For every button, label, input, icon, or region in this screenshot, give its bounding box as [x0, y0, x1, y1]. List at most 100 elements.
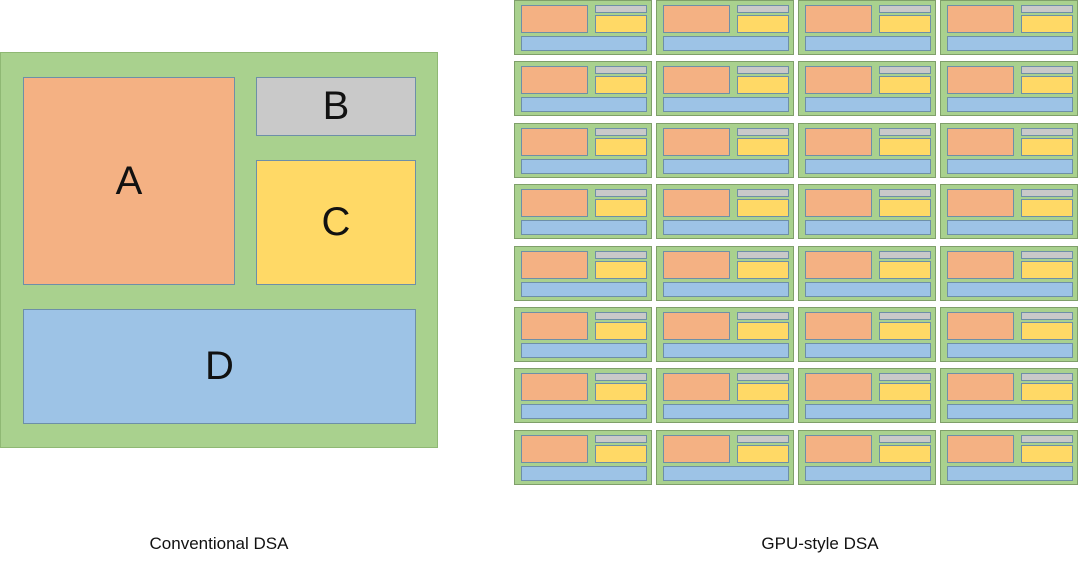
tile-block-d [805, 158, 931, 174]
tile-block-a [805, 189, 872, 218]
tile-block-b [879, 373, 931, 382]
tile-block-d [521, 281, 647, 297]
tile-block-c [595, 383, 647, 402]
tile-block-a [947, 66, 1014, 95]
tile-block-c [1021, 15, 1073, 33]
tile-block-d [947, 465, 1073, 481]
gpu-tile [656, 429, 794, 485]
gpu-tile [798, 307, 936, 362]
tile-block-c [595, 137, 647, 156]
tile-block-d [521, 465, 647, 481]
tile-block-b [737, 250, 789, 259]
tile-block-a [521, 312, 588, 340]
gpu-tile [514, 184, 652, 240]
tile-block-a [805, 66, 872, 95]
gpu-tile [514, 61, 652, 117]
tile-block-b [737, 66, 789, 75]
block-d: D [23, 309, 416, 424]
tile-block-b [1021, 127, 1073, 136]
tile-block-c [595, 322, 647, 340]
tile-block-d [521, 158, 647, 174]
tile-block-a [663, 189, 730, 218]
tile-block-b [879, 434, 931, 443]
tile-block-c [737, 322, 789, 340]
tile-block-c [595, 444, 647, 463]
gpu-tile [798, 368, 936, 424]
gpu-tile [798, 61, 936, 117]
tile-block-a [947, 127, 1014, 156]
gpu-style-dsa-caption: GPU-style DSA [761, 534, 879, 553]
tile-block-b [879, 250, 931, 259]
tile-block-c [595, 15, 647, 33]
gpu-tile [798, 245, 936, 301]
tile-block-b [1021, 312, 1073, 320]
tile-block-d [947, 97, 1073, 113]
conventional-dsa-caption: Conventional DSA [149, 534, 289, 553]
tile-block-d [947, 404, 1073, 420]
tile-block-c [879, 444, 931, 463]
block-a-label: A [115, 158, 143, 203]
gpu-tile [514, 245, 652, 301]
tile-block-d [521, 97, 647, 113]
tile-block-d [521, 36, 647, 51]
tile-block-c [879, 383, 931, 402]
gpu-tile [940, 184, 1078, 240]
tile-block-a [947, 5, 1014, 33]
tile-block-b [595, 189, 647, 198]
tile-block-d [947, 158, 1073, 174]
tile-block-a [521, 5, 588, 33]
tile-block-a [663, 127, 730, 156]
tile-block-d [805, 281, 931, 297]
gpu-tile [656, 307, 794, 362]
gpu-tile [798, 0, 936, 55]
tile-block-d [805, 97, 931, 113]
tile-block-b [1021, 250, 1073, 259]
tile-block-d [521, 220, 647, 236]
tile-block-c [737, 383, 789, 402]
tile-block-b [595, 312, 647, 320]
tile-block-c [879, 76, 931, 95]
tile-block-b [879, 66, 931, 75]
tile-block-a [521, 434, 588, 463]
tile-block-c [737, 199, 789, 218]
block-b-label: B [322, 84, 350, 128]
tile-block-c [737, 76, 789, 95]
gpu-tile [514, 122, 652, 178]
tile-block-d [805, 220, 931, 236]
tile-block-b [737, 434, 789, 443]
tile-block-a [805, 312, 872, 340]
tile-block-b [879, 189, 931, 198]
tile-block-c [1021, 322, 1073, 340]
tile-block-b [879, 5, 931, 13]
tile-block-c [879, 15, 931, 33]
gpu-tile [940, 61, 1078, 117]
tile-block-a [805, 127, 872, 156]
tile-block-a [663, 434, 730, 463]
tile-block-b [737, 5, 789, 13]
tile-block-d [663, 281, 789, 297]
gpu-tile [940, 122, 1078, 178]
tile-block-c [879, 199, 931, 218]
tile-block-c [879, 137, 931, 156]
gpu-tile [656, 122, 794, 178]
tile-block-b [879, 127, 931, 136]
tile-block-c [1021, 444, 1073, 463]
tile-block-d [663, 343, 789, 358]
tile-block-d [805, 404, 931, 420]
tile-block-b [595, 250, 647, 259]
tile-block-c [879, 322, 931, 340]
gpu-tile [798, 184, 936, 240]
tile-block-b [1021, 66, 1073, 75]
tile-block-d [663, 465, 789, 481]
tile-block-a [521, 250, 588, 279]
gpu-tile [940, 307, 1078, 362]
tile-block-c [1021, 76, 1073, 95]
gpu-tile [656, 368, 794, 424]
tile-block-a [663, 312, 730, 340]
tile-block-a [663, 66, 730, 95]
tile-block-d [663, 158, 789, 174]
tile-block-d [947, 36, 1073, 51]
tile-block-c [737, 444, 789, 463]
tile-block-b [1021, 434, 1073, 443]
gpu-tile [798, 122, 936, 178]
